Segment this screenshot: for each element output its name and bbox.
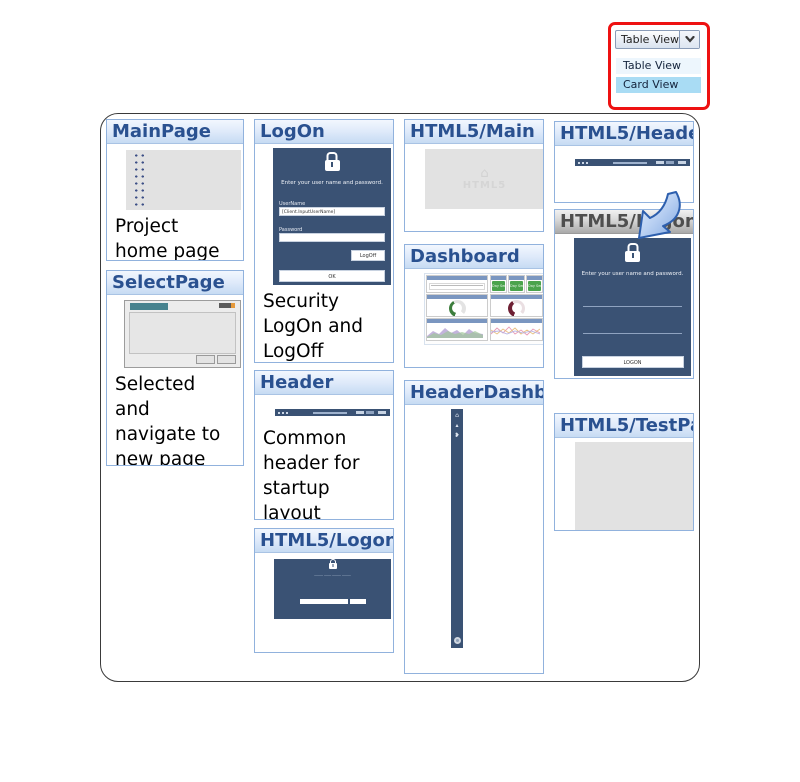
header-title-line bbox=[313, 412, 347, 414]
username-underline bbox=[583, 306, 682, 307]
header-buttons bbox=[678, 161, 686, 164]
html5-logon-small-thumbnail: _____ ____ _____ _____ bbox=[274, 559, 391, 619]
dropdown-option-card-view[interactable]: Card View bbox=[616, 77, 701, 93]
area-chart bbox=[427, 327, 483, 338]
card-html5-logo[interactable]: HTML5/Logon _____ ____ _____ _____ bbox=[254, 528, 394, 653]
card-title: LogOn bbox=[255, 120, 393, 144]
logon-thumbnail: Enter your user name and password. UserN… bbox=[273, 148, 391, 285]
logon-input-row bbox=[299, 599, 366, 604]
card-title: HTML5/TestPage bbox=[555, 414, 693, 438]
mainpage-thumbnail bbox=[126, 150, 241, 210]
html5-logon-thumbnail: Enter your user name and password. LOGON bbox=[574, 238, 691, 376]
day-server-button: Day Server bbox=[528, 280, 541, 291]
gauge-icon bbox=[448, 299, 466, 316]
lock-icon bbox=[625, 251, 640, 262]
card-html5-main[interactable]: HTML5/Main ⌂ HTML5 bbox=[404, 119, 544, 232]
dashboard-text-panel bbox=[426, 275, 488, 293]
day-server-panel: Day Server bbox=[508, 275, 525, 293]
home-icon: ⌂ bbox=[455, 412, 459, 419]
users-icon: ▴ bbox=[455, 422, 459, 429]
dropdown-option-list: Table View Card View bbox=[616, 58, 701, 96]
card-logon[interactable]: LogOn Enter your user name and password.… bbox=[254, 119, 394, 363]
day-server-panel: Day Server bbox=[490, 275, 507, 293]
menu-dots-icon bbox=[578, 161, 580, 164]
card-selectpage[interactable]: SelectPage Selected and navigate to new … bbox=[106, 270, 244, 466]
chevron-down-icon[interactable] bbox=[679, 31, 699, 48]
card-description: Common header for startup layout bbox=[263, 428, 360, 520]
line-chart bbox=[491, 325, 541, 336]
card-dashboard[interactable]: Dashboard bbox=[404, 244, 544, 368]
card-description: Selected and navigate to new page bbox=[115, 374, 221, 466]
menu-dots-icon bbox=[278, 411, 280, 414]
card-headerdash[interactable]: HeaderDashboard ⌂ ▴ ❥ bbox=[404, 380, 544, 674]
html5-test-thumbnail bbox=[575, 442, 693, 530]
header-title-line bbox=[613, 162, 647, 164]
html5-main-thumbnail: ⌂ HTML5 bbox=[425, 149, 543, 209]
lock-icon bbox=[328, 563, 337, 569]
gear-icon bbox=[453, 637, 461, 644]
dashboard-line-chart-panel bbox=[490, 318, 543, 341]
window-toolbar bbox=[219, 303, 235, 308]
card-title: HTML5/Header bbox=[555, 122, 693, 146]
card-title: MainPage bbox=[107, 120, 243, 144]
dashboard-area-chart-panel bbox=[426, 318, 488, 341]
card-title: HeaderDashboard bbox=[405, 381, 543, 405]
lock-icon bbox=[324, 160, 340, 171]
html5-watermark: HTML5 bbox=[462, 179, 507, 191]
username-label: UserName bbox=[279, 201, 306, 207]
view-selector-highlight: Table View Table View Card View bbox=[608, 22, 710, 110]
chat-icon: ❥ bbox=[454, 432, 460, 439]
card-html5-header[interactable]: HTML5/Header bbox=[554, 121, 694, 203]
header-buttons bbox=[378, 411, 386, 414]
password-underline bbox=[583, 333, 682, 334]
card-header[interactable]: Header Common header for startup layout bbox=[254, 370, 394, 520]
username-field: [Client.InputUserName] bbox=[279, 207, 385, 216]
card-mainpage[interactable]: MainPage Project home page bbox=[106, 119, 244, 261]
menu-dots-icon bbox=[132, 150, 145, 206]
day-server-button: Day Server bbox=[492, 280, 505, 291]
selectpage-thumbnail bbox=[124, 300, 241, 368]
day-server-panel: Day Server bbox=[526, 275, 543, 293]
logon-instruction: Enter your user name and password. bbox=[581, 271, 684, 277]
card-title: Header bbox=[255, 371, 393, 395]
header-thumbnail bbox=[275, 409, 390, 416]
mini-button bbox=[217, 355, 236, 364]
mini-button bbox=[196, 355, 215, 364]
window-toolbar-accent bbox=[231, 303, 235, 308]
card-html5-test[interactable]: HTML5/TestPage bbox=[554, 413, 694, 531]
card-title: SelectPage bbox=[107, 271, 243, 295]
card-title: Dashboard bbox=[405, 245, 543, 269]
dashboard-gauge-red-panel bbox=[490, 294, 543, 317]
dashboard-thumbnail: Day Server Day Server Day Server bbox=[424, 273, 543, 345]
html5-header-thumbnail bbox=[575, 159, 690, 166]
card-title: HTML5/Main bbox=[405, 120, 543, 144]
dropdown-value: Table View bbox=[621, 33, 679, 46]
password-label: Password bbox=[279, 227, 303, 233]
headerdash-thumbnail: ⌂ ▴ ❥ bbox=[451, 409, 463, 648]
logon-instruction: Enter your user name and password. bbox=[281, 180, 383, 186]
view-mode-dropdown[interactable]: Table View bbox=[615, 30, 700, 49]
card-title: HTML5/Logon bbox=[255, 529, 393, 553]
logon-button: LOGON bbox=[581, 356, 684, 368]
dropdown-option-table-view[interactable]: Table View bbox=[616, 58, 701, 74]
pages-canvas: MainPage Project home page SelectPage Se… bbox=[100, 113, 700, 682]
card-title-selected: HTML5/Logon bbox=[555, 210, 693, 234]
card-html5-logon-selected[interactable]: HTML5/Logon Enter your user name and pas… bbox=[554, 209, 694, 379]
window-body bbox=[129, 312, 236, 354]
day-server-button: Day Server bbox=[510, 280, 523, 291]
window-titlebar bbox=[130, 303, 168, 310]
dashboard-gauge-green-panel bbox=[426, 294, 488, 317]
home-icon: ⌂ bbox=[480, 165, 489, 181]
ok-button: OK bbox=[279, 270, 385, 282]
card-description: Project home page bbox=[115, 216, 220, 261]
card-description: Security LogOn and LogOff bbox=[263, 291, 364, 362]
tiny-caption: _____ ____ _____ _____ bbox=[314, 572, 351, 576]
gauge-icon bbox=[508, 299, 525, 316]
password-field bbox=[279, 233, 385, 242]
logoff-button: LogOff bbox=[351, 250, 385, 261]
